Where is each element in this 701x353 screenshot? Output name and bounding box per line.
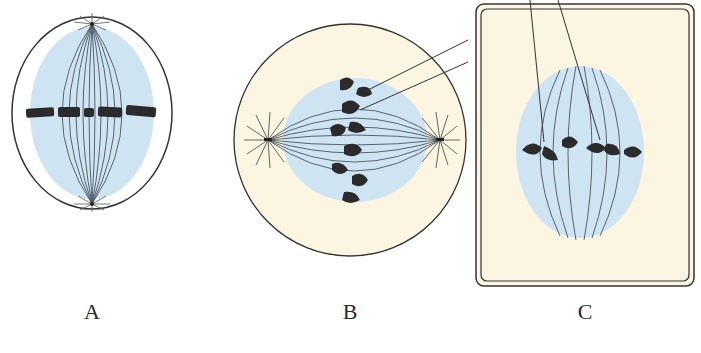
cell-c (476, 0, 694, 286)
panel-letter: C (578, 300, 593, 324)
cell-a (12, 13, 172, 212)
cell-b (234, 24, 468, 256)
panel-letter: A (84, 300, 100, 324)
panel-letter: B (343, 300, 358, 324)
